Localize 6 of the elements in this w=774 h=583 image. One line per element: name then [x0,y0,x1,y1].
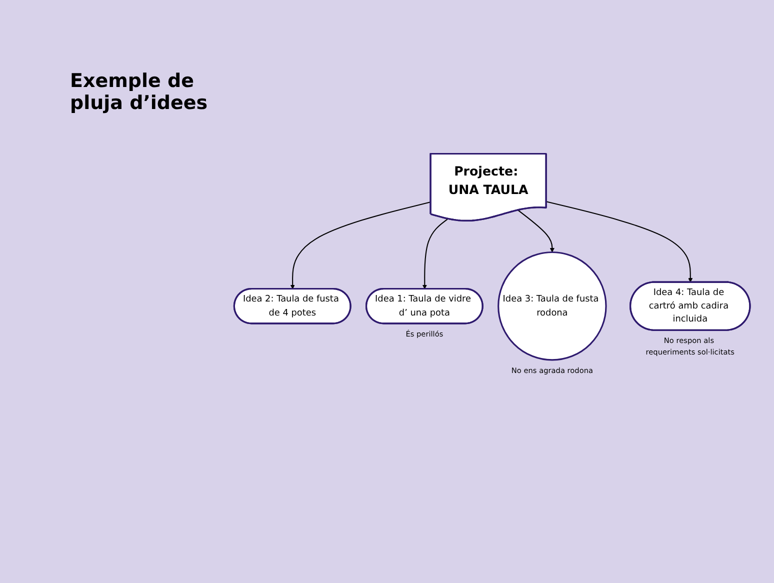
arrow [546,201,693,283]
node-circle: Idea 3: Taula de fusta rodona [498,251,607,361]
arrow [290,202,431,290]
arrow [422,218,448,290]
arrow [518,210,554,252]
diagram-title: Exemple de pluja d’idees [70,70,209,114]
